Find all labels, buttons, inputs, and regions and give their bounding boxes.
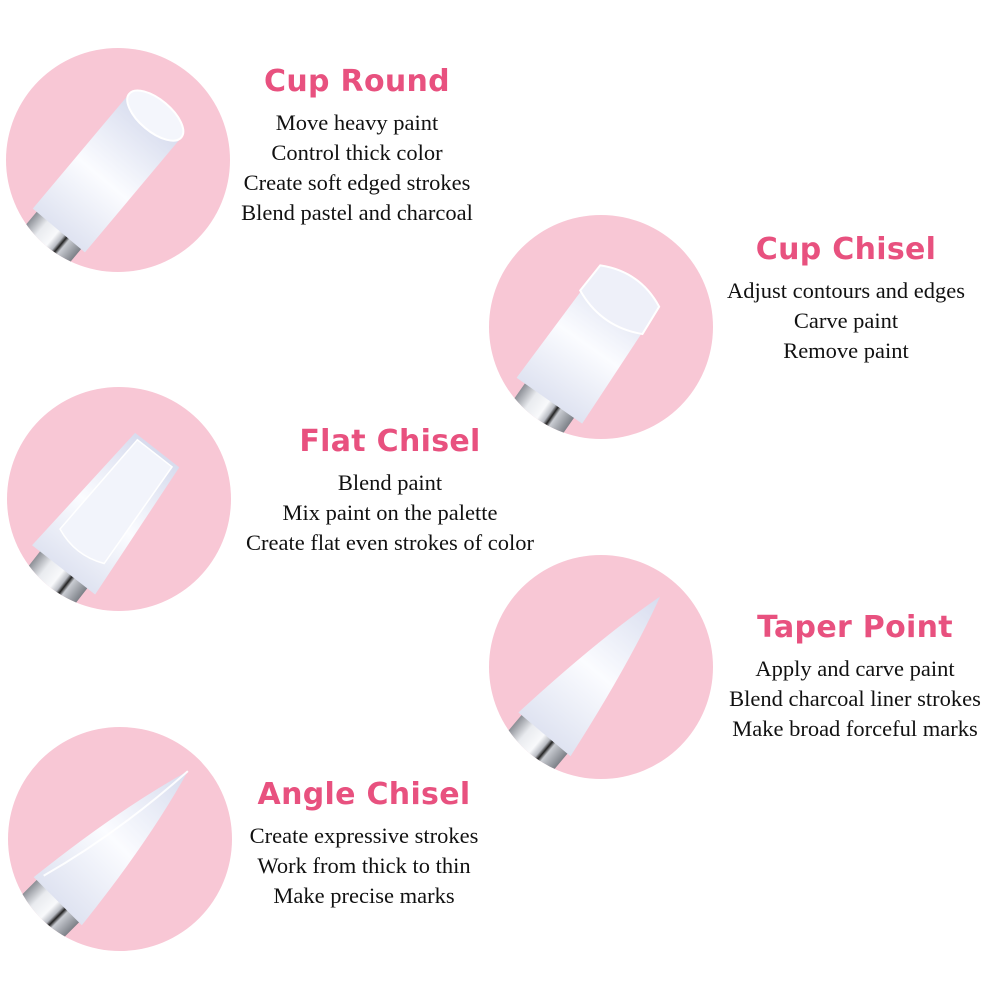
brush-feature: Blend charcoal liner strokes xyxy=(729,686,981,711)
brush-title: Flat Chisel xyxy=(299,424,481,459)
brush-feature: Create soft edged strokes xyxy=(243,170,471,195)
brush-feature: Mix paint on the palette xyxy=(282,500,498,525)
flat-chisel-brush-icon xyxy=(7,432,180,611)
brush-feature: Make broad forceful marks xyxy=(732,716,978,741)
brush-image-angle-chisel xyxy=(8,727,232,951)
brush-image-cup-chisel xyxy=(489,215,713,439)
brush-feature: Work from thick to thin xyxy=(257,853,471,878)
brush-info-cup-chisel: Cup Chisel Adjust contours and edges Car… xyxy=(727,230,965,366)
brush-feature: Move heavy paint xyxy=(275,110,439,135)
brush-feature: Blend paint xyxy=(337,470,443,495)
brush-info-taper-point: Taper Point Apply and carve paint Blend … xyxy=(729,608,981,744)
brush-feature: Carve paint xyxy=(793,308,899,333)
brush-feature: Control thick color xyxy=(271,140,443,165)
brush-info-angle-chisel: Angle Chisel Create expressive strokes W… xyxy=(250,775,479,911)
brush-feature: Make precise marks xyxy=(273,883,455,908)
brush-feature: Apply and carve paint xyxy=(755,656,955,681)
taper-point-brush-icon xyxy=(489,596,661,779)
brush-info-cup-round: Cup Round Move heavy paint Control thick… xyxy=(241,62,473,228)
brush-info-flat-chisel: Flat Chisel Blend paint Mix paint on the… xyxy=(246,422,534,558)
brush-title: Cup Round xyxy=(264,64,450,99)
brush-feature: Create expressive strokes xyxy=(249,823,479,848)
brush-image-flat-chisel xyxy=(7,387,231,611)
brush-title: Taper Point xyxy=(757,610,953,645)
cup-round-brush-icon xyxy=(6,89,185,272)
brush-image-cup-round xyxy=(6,48,230,272)
brush-title: Angle Chisel xyxy=(257,777,471,812)
brush-feature: Blend pastel and charcoal xyxy=(241,200,473,225)
brush-feature: Adjust contours and edges xyxy=(726,278,966,303)
angle-chisel-brush-icon xyxy=(8,770,189,951)
brush-feature: Remove paint xyxy=(783,338,909,363)
brush-feature: Create flat even strokes of color xyxy=(245,530,535,555)
brush-image-taper-point xyxy=(489,555,713,779)
brush-title: Cup Chisel xyxy=(755,232,937,267)
cup-chisel-brush-icon xyxy=(489,264,661,439)
